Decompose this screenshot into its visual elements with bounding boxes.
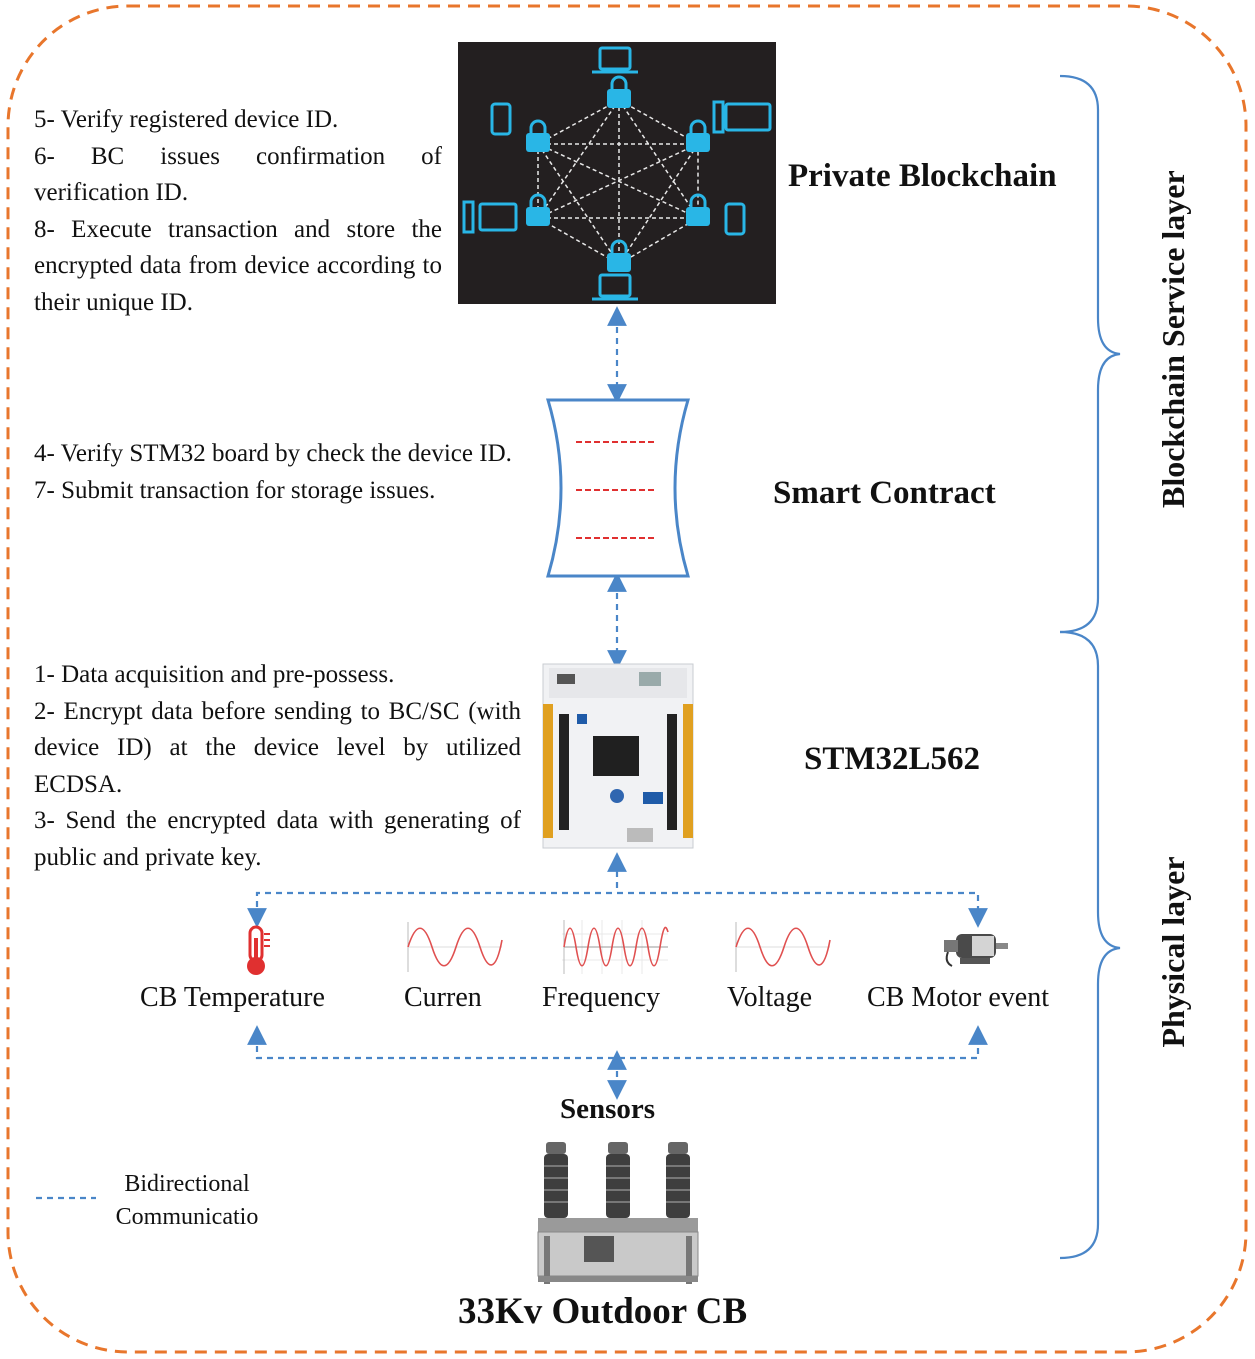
lock-icon: [607, 239, 631, 272]
blockchain-service-layer-label: Blockchain Service layer: [1155, 170, 1191, 508]
private-blockchain-label: Private Blockchain: [788, 158, 1057, 194]
current-waveform-icon: [407, 922, 503, 972]
sensor-bus-top: [247, 891, 988, 928]
laptop-icon: [592, 46, 638, 74]
blockchain-layer-brace: [1059, 74, 1121, 634]
step-5: 5- Verify registered device ID.: [34, 106, 339, 133]
lock-icon: [607, 75, 631, 108]
board-steps: 1- Data acquisition and pre-possess. 2- …: [34, 657, 521, 876]
physical-layer-brace: [1059, 630, 1121, 1260]
phone-icon: [724, 202, 746, 236]
lock-icon: [686, 119, 710, 152]
step-8: 8- Execute transaction and store the enc…: [34, 215, 442, 316]
sensor-motor-label: CB Motor event: [867, 982, 1049, 1013]
step-2: 2- Encrypt data before sending to BC/SC …: [34, 697, 521, 798]
voltage-waveform-icon: [735, 922, 831, 972]
outdoor-circuit-breaker: [537, 1142, 699, 1284]
smart-contract-document: [545, 398, 691, 578]
breaker-label: 33Kv Outdoor CB: [458, 1291, 748, 1332]
desktop-icon: [462, 200, 518, 234]
physical-layer-label: Physical layer: [1155, 856, 1191, 1048]
blockchain-network: [458, 42, 776, 304]
smart-contract-label: Smart Contract: [773, 475, 996, 511]
phone-icon: [490, 102, 512, 136]
step-6: 6- BC issues confirmation of verificatio…: [34, 142, 442, 207]
stm32-board: [542, 663, 694, 849]
sensors-label: Sensors: [560, 1093, 656, 1125]
stm32-label: STM32L562: [804, 741, 981, 777]
sensor-bus-bottom: [247, 1025, 988, 1060]
lock-icon: [686, 193, 710, 226]
sensor-voltage-label: Voltage: [727, 982, 813, 1013]
sensor-current-label: Curren: [404, 982, 482, 1013]
step-7: 7- Submit transaction for storage issues…: [34, 476, 436, 504]
legend-line-2: Communicatio: [115, 1204, 259, 1230]
blockchain-steps: 5- Verify registered device ID. 6- BC is…: [34, 102, 442, 321]
smart-contract-steps: 4- Verify STM32 board by check the devic…: [34, 436, 512, 509]
step-4: 4- Verify STM32 board by check the devic…: [34, 440, 512, 467]
legend-line-1: Bidirectional: [124, 1171, 250, 1197]
motor-icon: [944, 934, 1008, 967]
sensor-frequency-label: Frequency: [542, 982, 661, 1013]
step-3: 3- Send the encrypted data with generati…: [34, 807, 521, 871]
legend-label: Bidirectional Communicatio: [102, 1168, 272, 1234]
lock-icon: [526, 193, 550, 226]
step-1: 1- Data acquisition and pre-possess.: [34, 661, 395, 688]
sensor-temperature-label: CB Temperature: [140, 982, 325, 1013]
frequency-waveform-icon: [562, 920, 669, 974]
thermometer-icon: [247, 925, 270, 975]
laptop-icon: [592, 273, 638, 301]
desktop-icon: [712, 100, 772, 134]
lock-icon: [526, 119, 550, 152]
